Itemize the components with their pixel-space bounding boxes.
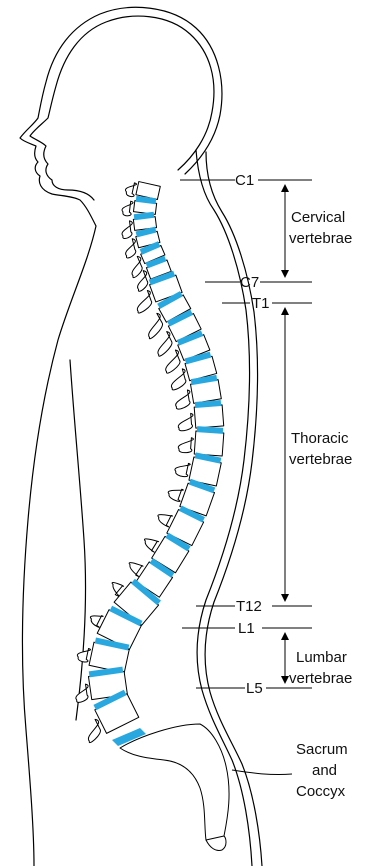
region-cervical-line2: vertebrae bbox=[289, 230, 352, 247]
region-labels: Cervical vertebrae Thoracic vertebrae Lu… bbox=[289, 209, 352, 800]
thoracic-arrow-bottom-head bbox=[281, 594, 289, 602]
spinous-process-10 bbox=[166, 350, 180, 373]
region-sacrum-line1: Sacrum bbox=[296, 741, 348, 758]
spinous-process-2 bbox=[122, 201, 133, 216]
region-arrows bbox=[281, 184, 289, 684]
cervical-arrow-top-head bbox=[281, 184, 289, 192]
spinous-process-9 bbox=[158, 332, 172, 357]
lumbar-arrow-top-head bbox=[281, 632, 289, 640]
spinous-process-1 bbox=[125, 183, 136, 197]
lumbar-arrow-bottom-head bbox=[281, 676, 289, 684]
label-c1: C1 bbox=[235, 172, 254, 189]
level-labels: C1 C7 T1 T12 L1 L5 bbox=[235, 172, 270, 697]
region-lumbar-line2: vertebrae bbox=[289, 670, 352, 687]
thoracic-arrow-top-head bbox=[281, 307, 289, 315]
spinous-process-4 bbox=[126, 239, 136, 258]
arm-outline bbox=[70, 360, 86, 720]
region-thoracic-line2: vertebrae bbox=[289, 451, 352, 468]
label-t1: T1 bbox=[252, 295, 270, 312]
spinous-process-12 bbox=[176, 390, 190, 409]
spinous-process-13 bbox=[178, 413, 193, 430]
spinous-process-5 bbox=[132, 256, 142, 277]
region-sacrum-line2: and bbox=[312, 762, 337, 779]
label-l5: L5 bbox=[246, 680, 263, 697]
region-lumbar-line1: Lumbar bbox=[296, 649, 347, 666]
vertebra-body-13 bbox=[194, 405, 224, 428]
sacrum-coccyx bbox=[120, 724, 229, 851]
spinous-process-11 bbox=[171, 369, 185, 390]
spinous-process-24 bbox=[88, 719, 100, 742]
spinous-process-3 bbox=[122, 221, 132, 239]
region-thoracic-line1: Thoracic bbox=[291, 430, 349, 447]
spinous-process-23 bbox=[76, 684, 88, 702]
label-t12: T12 bbox=[236, 598, 262, 615]
region-cervical-line1: Cervical bbox=[291, 209, 345, 226]
leader-sacrum bbox=[232, 770, 292, 775]
spinous-process-15 bbox=[175, 463, 190, 476]
spinous-process-14 bbox=[178, 438, 193, 453]
region-sacrum-line3: Coccyx bbox=[296, 783, 346, 800]
spinous-process-16 bbox=[168, 489, 183, 501]
label-c7: C7 bbox=[240, 274, 259, 291]
label-l1: L1 bbox=[238, 620, 255, 637]
spinous-process-8 bbox=[149, 313, 163, 338]
cervical-arrow-bottom-head bbox=[281, 270, 289, 278]
vertebra-body-14 bbox=[194, 431, 224, 456]
spinous-process-22 bbox=[77, 649, 90, 663]
spinous-process-7 bbox=[137, 290, 151, 313]
sacrum-shape bbox=[120, 724, 229, 843]
